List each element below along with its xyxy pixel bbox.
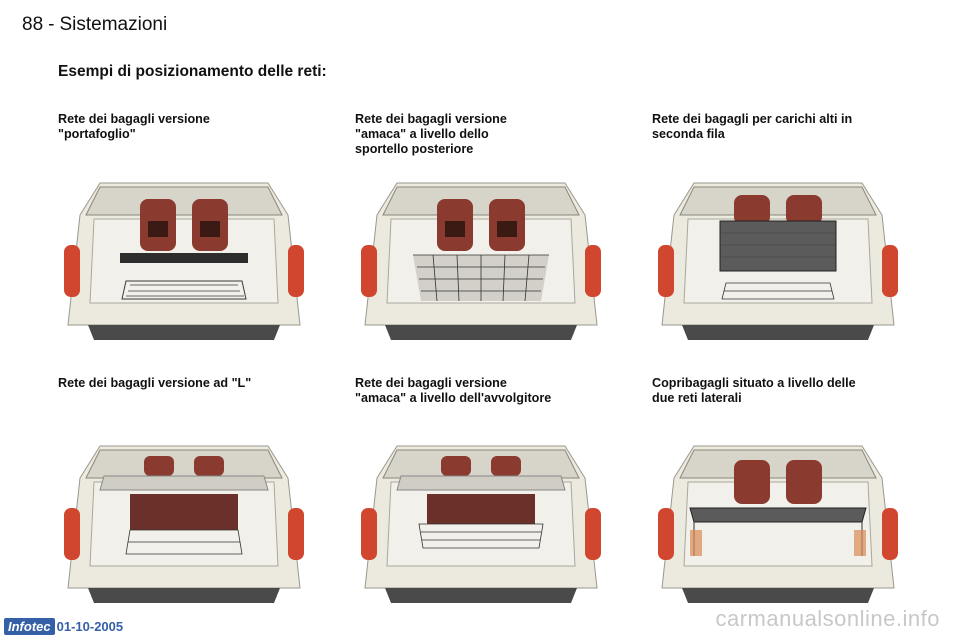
chapter-title: Sistemazioni	[59, 14, 168, 35]
infotec-logo: Infotec	[4, 618, 55, 635]
watermark: carmanualsonline.info	[715, 606, 940, 631]
caption-copribagagli: Copribagagli situato a livello delle due…	[652, 376, 856, 405]
section-title: Esempi di posizionamento delle reti:	[58, 63, 327, 80]
trunk-illustration-copribagagli	[658, 445, 898, 603]
trunk-illustration-amaca-sportello	[361, 182, 601, 340]
footer-date: 01-10-2005	[56, 619, 124, 634]
caption-L: Rete dei bagagli versione ad "L"	[58, 376, 252, 390]
trunk-illustration-portafoglio	[64, 182, 304, 340]
header-separator: -	[48, 14, 55, 35]
trunk-illustration-carichi-alti	[658, 182, 898, 340]
trunk-illustration-amaca-avvolgitore	[361, 445, 601, 603]
page-number: 88	[22, 14, 44, 35]
trunk-illustration-L	[64, 445, 304, 603]
footer: Infotec 01-10-2005	[4, 618, 123, 635]
caption-carichi-alti: Rete dei bagagli per carichi alti in sec…	[652, 112, 853, 141]
caption-portafoglio: Rete dei bagagli versione "portafoglio"	[58, 112, 210, 141]
caption-amaca-avvolgitore: Rete dei bagagli versione "amaca" a live…	[355, 376, 552, 405]
page-header: 88-Sistemazioni	[22, 14, 167, 36]
caption-amaca-sportello: Rete dei bagagli versione "amaca" a live…	[355, 112, 507, 156]
